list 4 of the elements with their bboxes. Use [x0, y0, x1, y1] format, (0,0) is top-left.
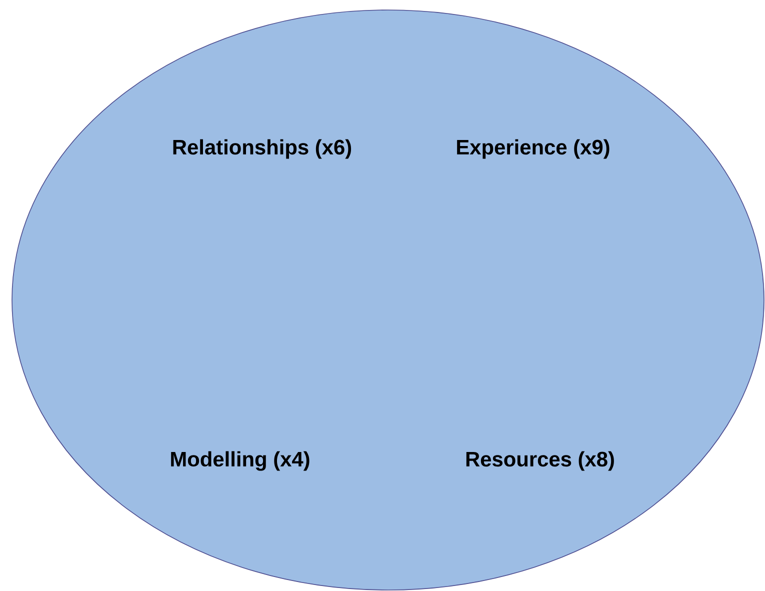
ellipse-label: Experience (x9): [457, 139, 610, 159]
ellipse-label: Relationships (x6): [173, 139, 352, 159]
ellipse-label: Resources (x8): [466, 451, 614, 471]
ellipse-label: Modelling (x4): [171, 451, 310, 471]
